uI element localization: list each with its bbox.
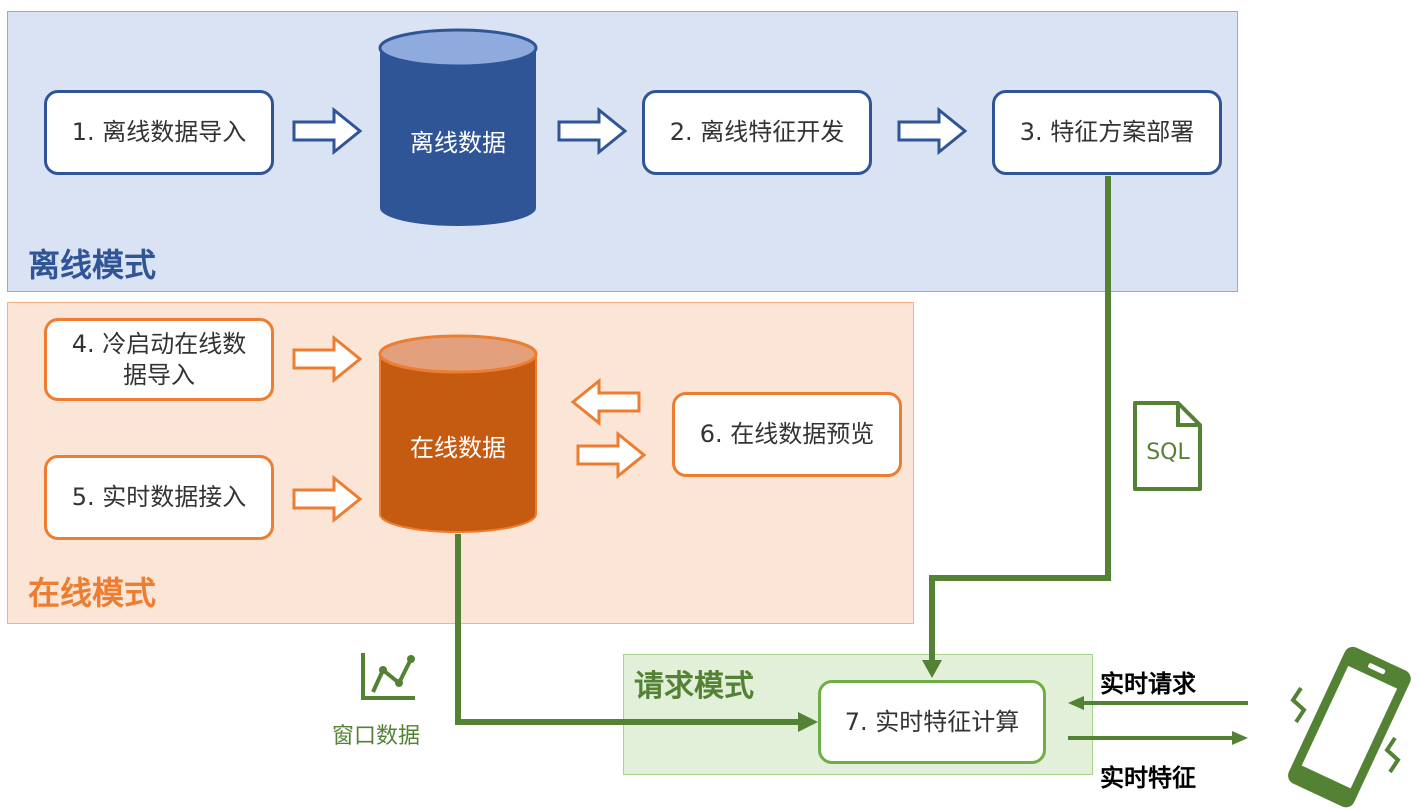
step1-label: 1. 离线数据导入 [71,118,247,146]
step4-label: 4. 冷启动在线数据导入 [71,329,247,389]
step1-offline-data-import[interactable]: 1. 离线数据导入 [44,90,274,175]
step6-online-data-preview[interactable]: 6. 在线数据预览 [672,392,902,477]
window-data-label: 窗口数据 [332,724,421,749]
step5-label: 5. 实时数据接入 [71,483,247,511]
offline-database-cylinder [378,28,538,226]
arrow-step6-to-online-db [570,377,641,427]
sql-deploy-arrowhead [922,660,942,678]
phone-icon [1288,646,1411,808]
step3-feature-deploy[interactable]: 3. 特征方案部署 [992,90,1222,175]
step2-label: 2. 离线特征开发 [669,118,845,146]
online-database-label: 在线数据 [410,434,506,462]
offline-database-label: 离线数据 [410,129,506,157]
line-chart-icon [361,653,415,700]
online-mode-title: 在线模式 [28,574,157,612]
sql-deploy-line [929,176,1111,662]
step4-cold-start-import[interactable]: 4. 冷启动在线数据导入 [44,318,274,401]
arrow-offline-db-to-step2 [557,106,628,156]
online-database-cylinder [378,334,538,533]
step6-label: 6. 在线数据预览 [699,420,875,448]
sql-icon-text: SQL [1146,440,1190,465]
step7-realtime-feature-compute[interactable]: 7. 实时特征计算 [818,680,1046,764]
arrow-step1-to-offline-db [292,106,363,156]
outgoing-feature-label: 实时特征 [1100,764,1196,792]
step7-label: 7. 实时特征计算 [844,707,1020,736]
outgoing-feature-arrowhead [1232,731,1248,745]
sql-file-icon [1133,401,1202,491]
arrow-online-db-to-step6 [576,430,647,480]
arrow-step5-to-online-db [292,474,363,524]
window-data-line [455,534,800,725]
step5-realtime-ingest[interactable]: 5. 实时数据接入 [44,455,274,540]
incoming-request-arrowhead [1068,696,1084,710]
step3-label: 3. 特征方案部署 [1019,118,1195,146]
window-data-arrowhead [798,712,818,732]
incoming-request-label: 实时请求 [1100,670,1196,698]
offline-mode-title: 离线模式 [28,246,157,284]
request-mode-title: 请求模式 [634,669,754,704]
arrow-step4-to-online-db [292,334,363,384]
step2-offline-feature-dev[interactable]: 2. 离线特征开发 [642,90,872,175]
arrow-step2-to-step3 [897,106,968,156]
